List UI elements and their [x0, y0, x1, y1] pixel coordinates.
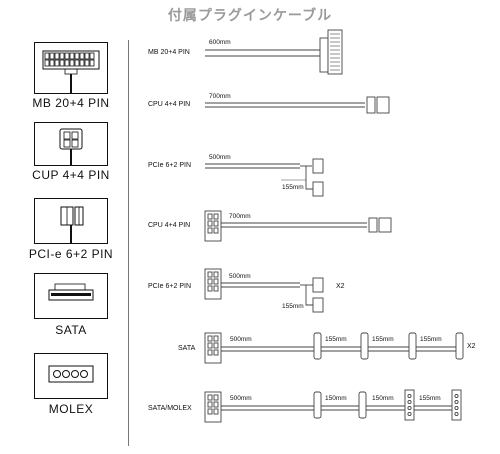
cable-length-sata-molex-main: 500mm	[230, 395, 252, 402]
cable-name-pcie: PCIe 6+2 PIN	[148, 162, 191, 169]
cpu-connector-label: CUP 4+4 PIN	[32, 168, 110, 182]
cable-name-sata: SATA	[178, 345, 196, 352]
sata-connector-box	[34, 273, 108, 319]
cable-multiplier-pcie: X2	[336, 283, 345, 290]
page-title: 付属プラグインケーブル	[167, 8, 333, 24]
cable-length-mb: 600mm	[209, 39, 231, 46]
sata-connector-label: SATA	[55, 323, 87, 337]
cable-name-mb: MB 20+4 PIN	[148, 49, 190, 56]
sata-connector-icon	[48, 283, 94, 301]
cable-length-sata-molex-seg2: 150mm	[372, 395, 394, 402]
cable-length-sata-main: 500mm	[230, 336, 252, 343]
molex-connector-icon	[48, 365, 94, 383]
cable-length-pcie-main: 500mm	[209, 154, 231, 161]
cable-length-cpu-socket: 700mm	[229, 213, 251, 220]
pcie-connector-box	[34, 198, 108, 244]
mb-connector-icon	[42, 50, 100, 93]
pcie-connector-icon	[60, 206, 84, 243]
cable-multiplier-sata: X2	[467, 343, 476, 350]
cable-length-pcie-socket-branch: 155mm	[282, 303, 304, 310]
cable-length-sata-molex-seg1: 150mm	[325, 395, 347, 402]
cable-length-pcie-branch: 155mm	[282, 184, 304, 191]
mb-connector-box	[34, 42, 108, 94]
cable-length-sata-seg2: 155mm	[372, 336, 394, 343]
cable-length-sata-molex-seg3: 155mm	[419, 395, 441, 402]
pcie-connector-label: PCI-e 6+2 PIN	[28, 247, 114, 261]
cable-name-cpu: CPU 4+4 PIN	[148, 101, 191, 108]
cable-name-cpu-socket: CPU 4+4 PIN	[148, 222, 191, 229]
cpu-connector-box	[34, 122, 108, 166]
divider-line	[128, 40, 129, 446]
cable-length-pcie-socket-main: 500mm	[229, 273, 251, 280]
cable-length-sata-seg3: 155mm	[420, 336, 442, 343]
cable-name-sata-molex: SATA/MOLEX	[148, 405, 192, 412]
cable-length-sata-seg1: 155mm	[325, 336, 347, 343]
molex-connector-label: MOLEX	[48, 402, 94, 416]
cable-name-pcie-socket: PCIe 6+2 PIN	[148, 283, 191, 290]
cable-length-cpu: 700mm	[209, 93, 231, 100]
molex-connector-box	[34, 353, 108, 399]
cpu-connector-icon	[59, 128, 83, 165]
mb-connector-label: MB 20+4 PIN	[32, 96, 110, 110]
